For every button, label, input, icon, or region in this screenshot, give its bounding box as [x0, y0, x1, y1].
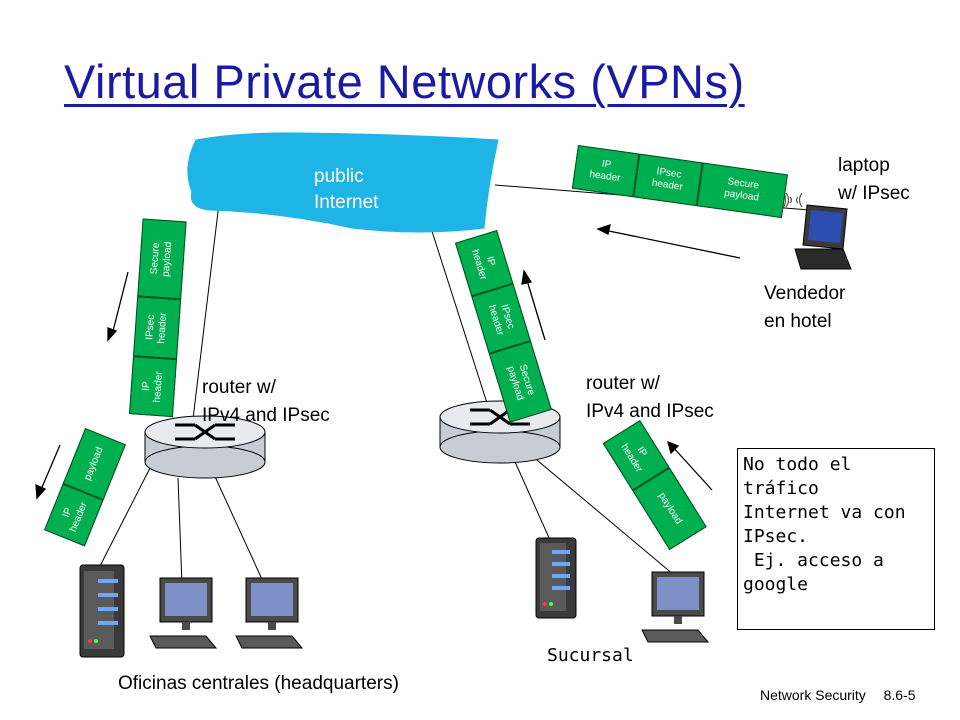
link-cloud-branch-router: [429, 224, 496, 429]
branch-label: Sucursal: [547, 645, 634, 666]
note-line: Internet va con: [743, 502, 906, 523]
link-hq-router-server: [97, 467, 151, 571]
ip-header-segment: IP header: [571, 145, 640, 198]
note-line: IPsec.: [743, 526, 809, 547]
link-cloud-hq-router: [189, 194, 221, 445]
internet-cloud: [187, 132, 499, 233]
arrow-head: [107, 327, 118, 342]
note-line: google: [743, 574, 809, 595]
arrow-head: [521, 269, 533, 285]
laptop-label-line-2: w/ IPsec: [838, 183, 910, 204]
laptop-icon[interactable]: [794, 204, 852, 270]
note-line: tráfico: [743, 478, 819, 499]
footer-page-number: 8.6-5: [883, 687, 916, 703]
branch-router-label-line-1: router w/: [586, 373, 660, 394]
arrow-hq-out: [39, 444, 61, 493]
hq-server-icon[interactable]: [79, 564, 125, 658]
salesperson-label-line-1: Vendedor: [764, 283, 846, 304]
note-line: Ej. acceso a: [743, 550, 884, 571]
hq-label: Oficinas centrales (headquarters): [118, 673, 399, 694]
link-branch-router-server: [511, 454, 551, 541]
salesperson-label-line-2: en hotel: [764, 311, 832, 332]
branch-server-icon[interactable]: [535, 537, 577, 619]
router-arrows-icon: [175, 423, 235, 441]
arrow-head: [596, 224, 611, 235]
flow-arrows: [35, 224, 741, 500]
hq-router-label: router w/ IPv4 and IPsec: [202, 374, 330, 430]
salesperson-label: Vendedor en hotel: [764, 280, 845, 336]
arrow-head: [35, 483, 47, 500]
hq-pc-2-icon[interactable]: [235, 577, 304, 649]
hq-router[interactable]: [144, 415, 266, 479]
ip-header-segment: IP header: [129, 356, 177, 418]
hq-router-label-line-1: router w/: [202, 377, 276, 398]
link-hq-router-pc1: [177, 477, 183, 586]
link-hq-router-pc2: [211, 469, 267, 589]
laptop-label-line-1: laptop: [838, 155, 890, 176]
arrow-branch-up: [525, 276, 546, 341]
hq-pc-1-icon[interactable]: [149, 577, 218, 649]
secure-payload-segment: Secure payload: [137, 218, 187, 300]
arrow-branch-in: [671, 445, 713, 491]
arrow-hq-down: [111, 271, 129, 336]
note-line: No todo el: [743, 454, 852, 475]
cloud-label: public Internet: [314, 164, 378, 216]
branch-pc-icon[interactable]: [641, 571, 710, 643]
footer-section: Network Security: [760, 687, 866, 703]
cloud-label-line-1: public: [314, 166, 364, 187]
footer: Network Security 8.6-5: [760, 687, 916, 703]
hq-router-label-line-2: IPv4 and IPsec: [202, 405, 330, 426]
laptop-label: laptop w/ IPsec: [838, 152, 910, 208]
slide-title: Virtual Private Networks (VPNs): [64, 55, 745, 108]
note-box: No todo el tráfico Internet va con IPsec…: [737, 448, 935, 630]
ipsec-header-segment: IPsec header: [633, 153, 703, 207]
arrow-laptop-to-cloud: [603, 229, 741, 259]
branch-router-label-line-2: IPv4 and IPsec: [586, 401, 714, 422]
ipsec-header-segment: IPsec header: [133, 296, 182, 360]
branch-router-label: router w/ IPv4 and IPsec: [586, 370, 714, 426]
link-branch-router-pc: [524, 449, 681, 581]
arrow-head: [667, 440, 680, 455]
cloud-label-line-2: Internet: [314, 192, 379, 213]
